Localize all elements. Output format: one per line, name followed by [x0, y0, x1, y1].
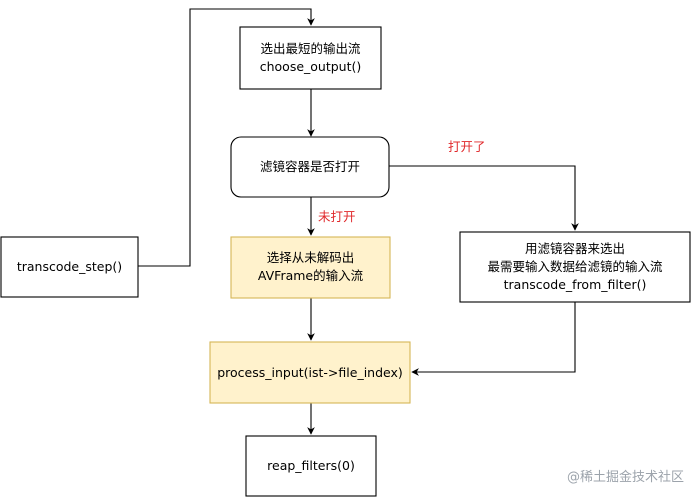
node-transcode-from-filter-line2: 最需要输入数据给滤镜的输入流 — [487, 259, 663, 274]
node-transcode-step-line1: transcode_step() — [17, 259, 122, 274]
node-filter-check-line1: 滤镜容器是否打开 — [260, 159, 360, 174]
node-process-input: process_input(ist->file_index) — [209, 341, 411, 404]
edge-label-opened: 打开了 — [448, 139, 486, 154]
edge-transcode-from-filter-to-process-input — [411, 302, 576, 376]
node-select-input-line1: 选择从未解码出 — [267, 250, 355, 265]
node-transcode-from-filter: 用滤镜容器来选出 最需要输入数据给滤镜的输入流 transcode_from_f… — [459, 231, 691, 303]
edge-transcode-step-to-choose-output — [138, 8, 315, 267]
node-select-input: 选择从未解码出 AVFrame的输入流 — [230, 236, 391, 299]
edge-filter-check-to-transcode-from-filter — [389, 165, 579, 231]
node-transcode-step: transcode_step() — [0, 236, 139, 298]
edge-label-not-opened: 未打开 — [318, 209, 356, 224]
node-filter-check: 滤镜容器是否打开 — [230, 136, 390, 198]
node-process-input-line1: process_input(ist->file_index) — [217, 365, 403, 380]
node-select-input-line2: AVFrame的输入流 — [258, 268, 364, 283]
node-choose-output-line2: choose_output() — [260, 59, 362, 74]
node-transcode-from-filter-line1: 用滤镜容器来选出 — [525, 241, 625, 256]
node-transcode-from-filter-line3: transcode_from_filter() — [504, 277, 647, 292]
watermark-text: @稀土掘金技术社区 — [567, 469, 684, 485]
node-choose-output-line1: 选出最短的输出流 — [260, 41, 361, 56]
node-reap-filters-line1: reap_filters(0) — [267, 458, 355, 473]
node-reap-filters: reap_filters(0) — [245, 435, 377, 497]
node-choose-output: 选出最短的输出流 choose_output() — [239, 26, 382, 90]
